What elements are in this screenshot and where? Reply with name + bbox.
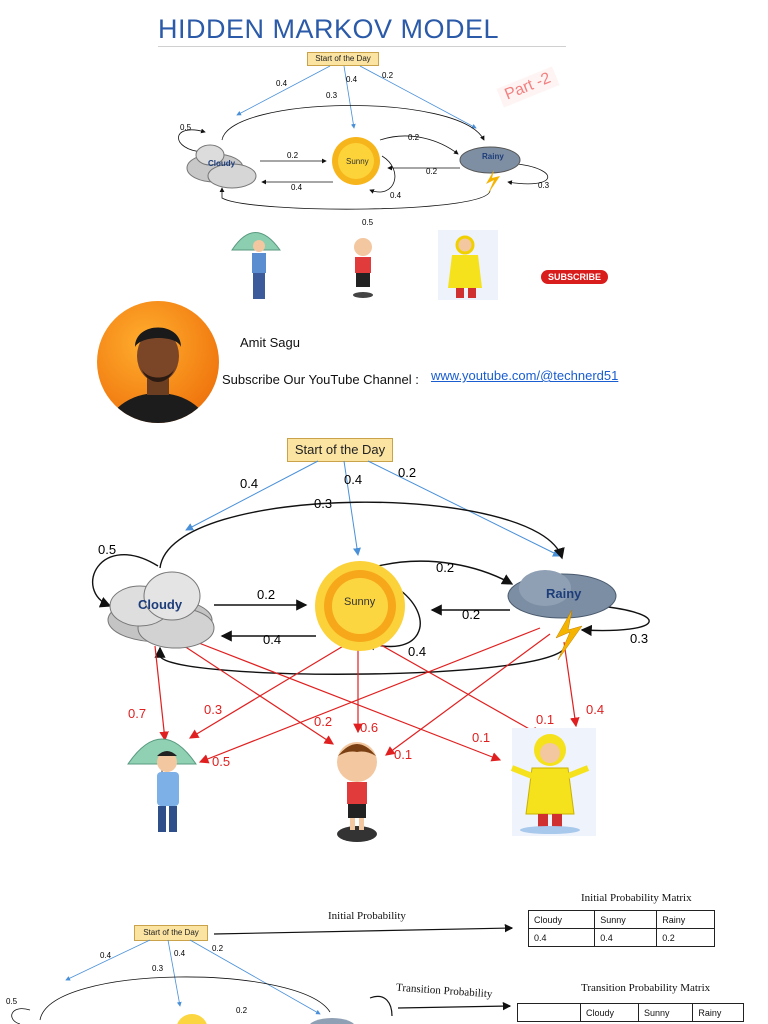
svg-text:0.5: 0.5 (98, 542, 116, 557)
svg-text:0.4: 0.4 (390, 191, 402, 200)
svg-text:0.2: 0.2 (314, 714, 332, 729)
table-cell: 0.4 (529, 929, 595, 947)
table-cell: Sunny (595, 911, 657, 929)
svg-text:0.4: 0.4 (174, 949, 186, 958)
table-cell: 0.4 (595, 929, 657, 947)
svg-text:0.4: 0.4 (276, 79, 288, 88)
initial-probability-table: Cloudy Sunny Rainy 0.4 0.4 0.2 (528, 910, 715, 947)
table-cell (518, 1004, 581, 1022)
svg-text:0.2: 0.2 (287, 151, 299, 160)
svg-text:0.1: 0.1 (472, 730, 490, 745)
sunny-boy-icon (337, 742, 377, 842)
author-name: Amit Sagu (240, 335, 300, 350)
small-hmm-diagram: Cloudy Sunny Rainy 0.4 0.4 0.2 0.3 0.5 0… (0, 0, 768, 300)
svg-text:0.2: 0.2 (436, 560, 454, 575)
svg-text:0.5: 0.5 (362, 218, 374, 227)
svg-text:0.4: 0.4 (346, 75, 358, 84)
raincoat-kid-icon-small (438, 230, 498, 300)
initial-probability-label: Initial Probability (328, 910, 406, 922)
svg-text:0.3: 0.3 (314, 496, 332, 511)
svg-text:0.7: 0.7 (128, 706, 146, 721)
svg-text:0.2: 0.2 (462, 607, 480, 622)
svg-text:0.4: 0.4 (240, 476, 258, 491)
table-cell: Cloudy (581, 1004, 639, 1022)
svg-text:0.3: 0.3 (630, 631, 648, 646)
cloudy-label-small: Cloudy (208, 159, 236, 168)
table-row: Cloudy Sunny Rainy (518, 1004, 744, 1022)
svg-text:0.6: 0.6 (360, 720, 378, 735)
svg-text:0.4: 0.4 (263, 632, 281, 647)
svg-text:0.5: 0.5 (6, 997, 18, 1006)
rainy-label: Rainy (546, 586, 582, 601)
umbrella-boy-icon (128, 739, 196, 832)
svg-text:0.2: 0.2 (257, 587, 275, 602)
table-cell: 0.2 (657, 929, 715, 947)
cloudy-label: Cloudy (138, 597, 183, 612)
table-cell: Rainy (693, 1004, 744, 1022)
rainy-icon (508, 570, 616, 660)
svg-text:0.5: 0.5 (212, 754, 230, 769)
youtube-channel-link[interactable]: www.youtube.com/@technerd51 (431, 368, 618, 383)
table-cell: Sunny (639, 1004, 693, 1022)
svg-text:0.3: 0.3 (204, 702, 222, 717)
svg-text:0.2: 0.2 (398, 465, 416, 480)
subscribe-button[interactable]: SUBSCRIBE (541, 270, 608, 284)
sunny-label: Sunny (344, 596, 376, 608)
umbrella-boy-icon-small (232, 233, 280, 300)
svg-text:0.4: 0.4 (100, 951, 112, 960)
svg-text:0.4: 0.4 (408, 644, 426, 659)
svg-text:0.3: 0.3 (326, 91, 338, 100)
svg-text:0.2: 0.2 (382, 71, 394, 80)
svg-text:0.4: 0.4 (291, 183, 303, 192)
svg-text:0.4: 0.4 (344, 472, 362, 487)
table-cell: Cloudy (529, 911, 595, 929)
sunny-boy-icon-small (353, 238, 373, 298)
person-icon (97, 301, 219, 423)
svg-text:0.1: 0.1 (394, 747, 412, 762)
channel-label: Subscribe Our YouTube Channel : (222, 372, 419, 387)
svg-text:0.3: 0.3 (538, 181, 550, 190)
table-row: Cloudy Sunny Rainy (529, 911, 715, 929)
transition-probability-table: Cloudy Sunny Rainy (517, 1003, 744, 1022)
rainy-label-small: Rainy (482, 152, 504, 161)
svg-text:0.2: 0.2 (212, 944, 224, 953)
table-cell: Rainy (657, 911, 715, 929)
table-row: 0.4 0.4 0.2 (529, 929, 715, 947)
svg-text:0.3: 0.3 (152, 964, 164, 973)
svg-text:0.5: 0.5 (180, 123, 192, 132)
raincoat-kid-icon (512, 728, 596, 836)
avatar (97, 301, 219, 423)
transition-matrix-title: Transition Probability Matrix (581, 982, 710, 994)
svg-text:0.2: 0.2 (408, 133, 420, 142)
svg-text:0.1: 0.1 (536, 712, 554, 727)
svg-text:0.4: 0.4 (586, 702, 604, 717)
main-hmm-diagram: Cloudy Sunny Rainy 0.4 0.4 0.2 0.3 0.5 0… (0, 420, 768, 860)
initial-matrix-title: Initial Probability Matrix (581, 892, 692, 904)
sunny-label-small: Sunny (346, 157, 369, 166)
svg-text:0.2: 0.2 (236, 1006, 248, 1015)
svg-text:0.2: 0.2 (426, 167, 438, 176)
